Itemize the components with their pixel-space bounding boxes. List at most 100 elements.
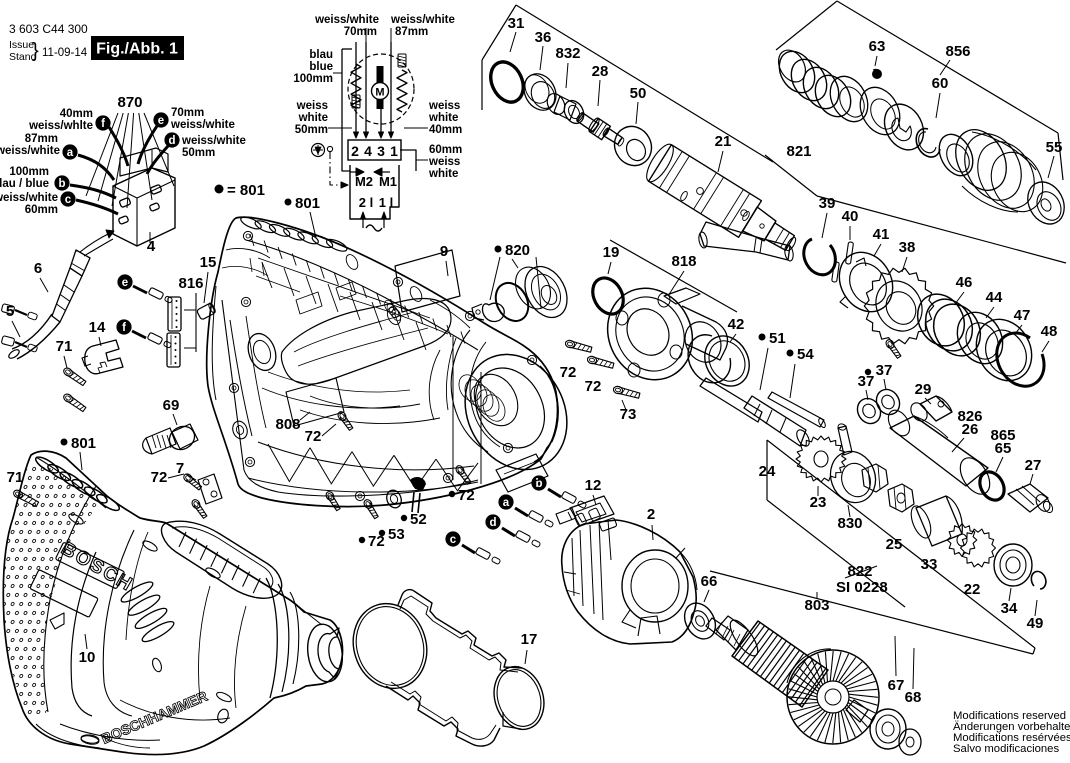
svg-text:27: 27 [1025, 457, 1042, 474]
svg-text:2: 2 [647, 506, 655, 523]
svg-text:a: a [67, 147, 74, 159]
svg-text:51: 51 [769, 330, 786, 347]
svg-text:blau / blue: blau / blue [0, 178, 49, 190]
svg-text:42: 42 [728, 316, 745, 333]
svg-text:M2: M2 [355, 174, 373, 189]
svg-text:71: 71 [56, 338, 73, 355]
svg-text:50: 50 [630, 85, 647, 102]
svg-text:weiss: weiss [296, 100, 328, 112]
svg-text:72: 72 [585, 378, 602, 395]
svg-text:15: 15 [200, 254, 217, 271]
svg-text:e: e [158, 115, 164, 127]
svg-text:70mm: 70mm [171, 107, 204, 119]
svg-text:70mm: 70mm [344, 26, 377, 38]
svg-text:M1: M1 [379, 174, 397, 189]
svg-text:d: d [168, 135, 175, 147]
svg-text:870: 870 [117, 94, 142, 111]
svg-text:72: 72 [560, 364, 577, 381]
svg-text:weiss/white: weiss/white [181, 135, 246, 147]
svg-text:1 l: 1 l [379, 195, 393, 210]
svg-text:71: 71 [7, 469, 24, 486]
svg-text:19: 19 [603, 244, 620, 261]
svg-text:10: 10 [79, 649, 96, 666]
svg-text:9: 9 [440, 243, 448, 260]
svg-text:2 l: 2 l [359, 195, 373, 210]
svg-text:47: 47 [1014, 307, 1031, 324]
svg-text:100mm: 100mm [9, 166, 49, 178]
svg-text:72: 72 [151, 469, 168, 486]
svg-text:100mm: 100mm [293, 73, 333, 85]
svg-text:54: 54 [797, 346, 814, 363]
svg-text:4: 4 [147, 238, 156, 255]
svg-text:69: 69 [163, 397, 180, 414]
svg-text:68: 68 [905, 689, 922, 706]
svg-text:38: 38 [899, 239, 916, 256]
svg-text:b: b [535, 478, 542, 490]
svg-text:Fig./Abb. 1: Fig./Abb. 1 [96, 41, 178, 58]
svg-text:60mm: 60mm [429, 144, 462, 156]
svg-text:66: 66 [701, 573, 718, 590]
svg-text:f: f [122, 322, 126, 334]
svg-text:40: 40 [842, 208, 859, 225]
svg-text:}: } [32, 40, 39, 62]
svg-text:87mm: 87mm [395, 26, 428, 38]
svg-text:white: white [428, 112, 458, 124]
svg-text:52: 52 [410, 511, 427, 528]
svg-text:73: 73 [620, 406, 637, 423]
svg-text:weiss/white: weiss/white [0, 145, 60, 157]
svg-text:39: 39 [819, 195, 836, 212]
svg-text:53: 53 [388, 526, 405, 543]
svg-text:5: 5 [6, 303, 14, 320]
svg-text:weiss/white: weiss/white [314, 14, 379, 26]
svg-text:31: 31 [508, 15, 525, 32]
svg-text:17: 17 [521, 631, 538, 648]
svg-text:72: 72 [305, 428, 322, 445]
svg-text:24: 24 [759, 463, 776, 480]
svg-text:M: M [375, 87, 384, 99]
svg-text:23: 23 [810, 494, 827, 511]
svg-text:weiss: weiss [428, 156, 460, 168]
svg-text:3 603 C44 300: 3 603 C44 300 [9, 22, 88, 36]
svg-text:36: 36 [535, 29, 552, 46]
svg-text:Salvo modificaciones: Salvo modificaciones [953, 743, 1059, 755]
svg-text:Modifications reserved: Modifications reserved [953, 710, 1066, 722]
svg-text:c: c [450, 534, 457, 546]
svg-text:21: 21 [715, 133, 732, 150]
svg-text:SI 0228: SI 0228 [836, 579, 888, 596]
svg-text:28: 28 [592, 63, 609, 80]
svg-text:26: 26 [962, 421, 979, 438]
svg-text:34: 34 [1001, 600, 1018, 617]
svg-text:weiss/whlte: weiss/whlte [28, 120, 93, 132]
svg-text:60: 60 [932, 75, 949, 92]
svg-text:856: 856 [945, 43, 970, 60]
svg-text:3: 3 [377, 143, 385, 159]
svg-text:d: d [489, 517, 496, 529]
svg-text:826: 826 [957, 408, 982, 425]
svg-text:60mm: 60mm [25, 204, 58, 216]
svg-text:820: 820 [505, 242, 530, 259]
svg-text:6: 6 [34, 260, 42, 277]
svg-text:a: a [503, 497, 510, 509]
svg-text:2: 2 [351, 143, 359, 159]
svg-text:50mm: 50mm [182, 147, 215, 159]
svg-text:832: 832 [555, 45, 580, 62]
svg-text:blue: blue [309, 61, 333, 73]
svg-text:12: 12 [585, 477, 602, 494]
svg-text:41: 41 [873, 226, 890, 243]
svg-text:865: 865 [990, 427, 1015, 444]
svg-text:14: 14 [89, 319, 106, 336]
svg-text:25: 25 [886, 536, 903, 553]
svg-text:e: e [122, 277, 128, 289]
svg-text:1: 1 [390, 143, 398, 159]
svg-text:72: 72 [368, 533, 385, 550]
svg-text:801: 801 [71, 435, 96, 452]
svg-text:weiss: weiss [428, 100, 460, 112]
svg-text:87mm: 87mm [25, 133, 58, 145]
svg-text:818: 818 [671, 253, 696, 270]
svg-text:822: 822 [847, 563, 872, 580]
svg-text:40mm: 40mm [429, 124, 462, 136]
svg-text:11-09-14: 11-09-14 [42, 47, 88, 59]
svg-text:37: 37 [876, 362, 893, 379]
svg-text:22: 22 [964, 581, 981, 598]
svg-text:Stand: Stand [9, 51, 37, 63]
